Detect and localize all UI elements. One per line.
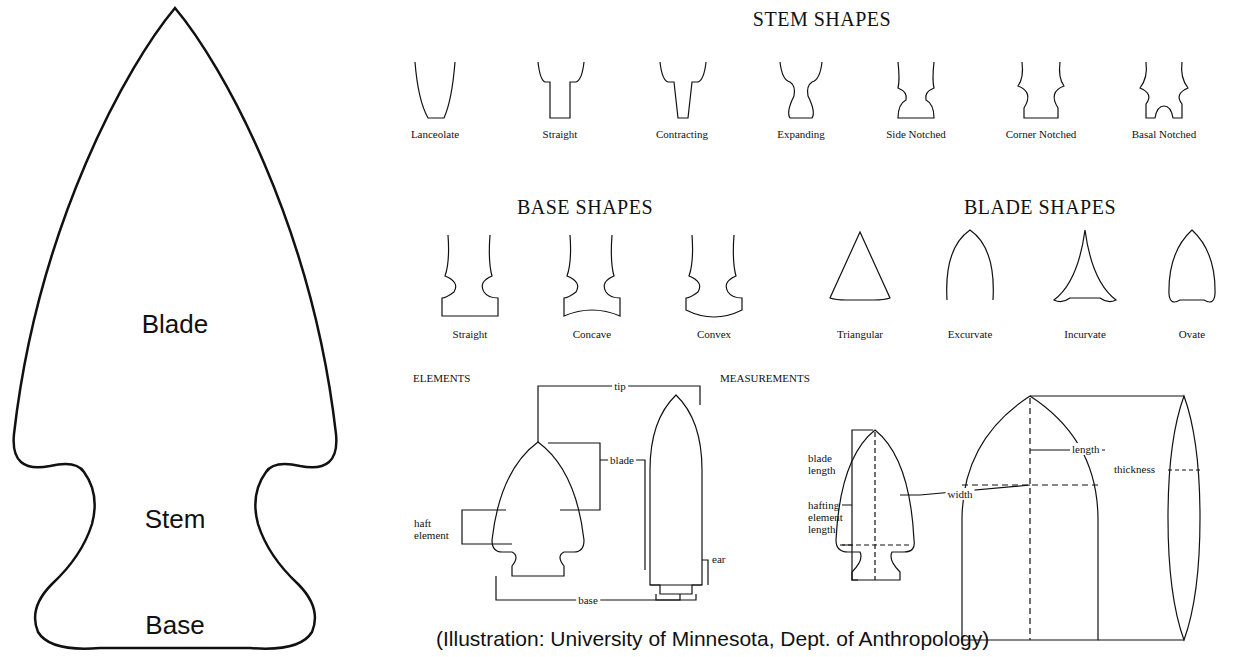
image-credit: (Illustration: University of Minnesota, …: [436, 627, 989, 650]
basal-notched-stem: [1140, 62, 1188, 118]
length-width-leaders: [900, 450, 1105, 495]
thickness-line: [1168, 469, 1200, 470]
measure-lines: [962, 398, 1098, 640]
shape-label: Side Notched: [886, 128, 946, 140]
projection-lines: [1030, 396, 1184, 640]
measure-label: width: [945, 488, 974, 500]
ovate-blade: [1169, 230, 1215, 302]
measure-label: blade: [608, 454, 636, 466]
blade-bracket: [548, 443, 645, 570]
straight-base: [442, 235, 498, 316]
measure-label: blade length: [808, 452, 850, 476]
measured-point: [836, 430, 914, 580]
expanding-stem: [780, 62, 822, 118]
shape-label: MEASUREMENTS: [720, 372, 810, 384]
shape-label: ear: [712, 553, 725, 565]
concave-base: [564, 235, 620, 316]
shape-label: Convex: [697, 328, 731, 340]
element-bullet-point: [650, 395, 702, 594]
lanceolate-stem: [415, 62, 455, 118]
shape-label: Ovate: [1179, 328, 1205, 340]
measure-label: hafting element length: [808, 499, 854, 535]
element-point: [492, 442, 584, 576]
measured-outline: [962, 396, 1098, 640]
measure-label: base: [576, 594, 600, 606]
shape-label: Triangular: [837, 328, 883, 340]
side-notched-stem: [898, 62, 934, 118]
element-bullet-base: [650, 585, 702, 600]
section-heading: STEM SHAPES: [753, 8, 891, 30]
shape-label: Concave: [573, 328, 611, 340]
shape-label: Contracting: [656, 128, 708, 140]
measure-brackets: [842, 430, 873, 580]
shape-label: Straight: [453, 328, 488, 340]
arrowhead-outline: BladeStemBase: [8, 4, 342, 654]
measure-label: thickness: [1112, 463, 1157, 475]
part-name: Base: [145, 610, 204, 641]
measure-label: length: [1070, 443, 1102, 455]
shape-label: Expanding: [777, 128, 825, 140]
measure-axes: [840, 432, 912, 580]
straight-stem: [538, 62, 584, 118]
tip-bracket: [538, 386, 700, 442]
triangular-blade: [830, 232, 890, 300]
shape-label: Corner Notched: [1006, 128, 1077, 140]
corner-notched-stem: [1018, 62, 1064, 118]
shape-label: Lanceolate: [411, 128, 459, 140]
measure-label: tip: [612, 380, 628, 392]
shape-label: Straight: [543, 128, 578, 140]
section-heading: BASE SHAPES: [517, 196, 653, 218]
incurvate-blade: [1054, 230, 1116, 302]
contracting-stem: [660, 62, 706, 118]
haft-bracket: [462, 510, 512, 544]
convex-base: [686, 235, 742, 317]
shape-label: ELEMENTS: [413, 372, 470, 384]
part-name: Blade: [142, 309, 209, 340]
ear-leader: [702, 560, 708, 585]
excurvate-blade: [947, 230, 994, 300]
part-name: Stem: [145, 504, 206, 535]
thickness-profile: [1168, 396, 1200, 640]
shape-label: Excurvate: [948, 328, 993, 340]
shape-label: Incurvate: [1064, 328, 1106, 340]
shape-label: Basal Notched: [1132, 128, 1196, 140]
section-heading: BLADE SHAPES: [964, 196, 1116, 218]
measure-label: haft element: [414, 517, 458, 541]
